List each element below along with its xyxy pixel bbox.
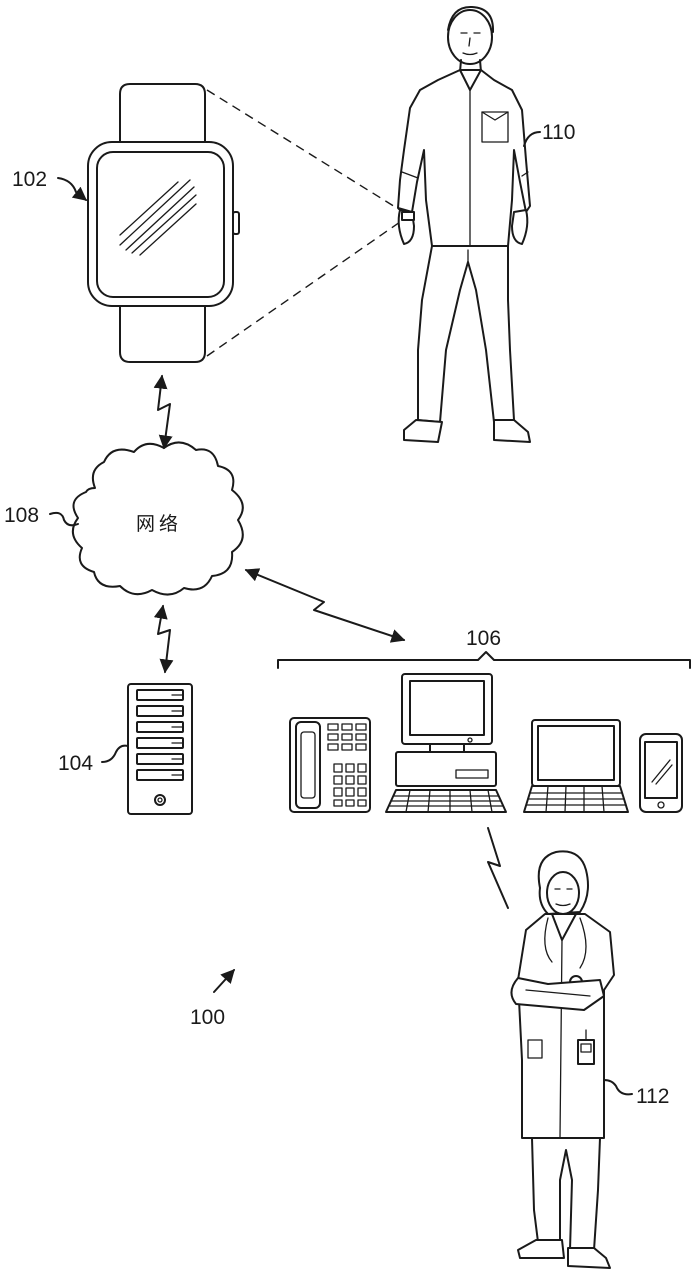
network-text: 网络: [136, 513, 182, 535]
projection-line-bottom: [206, 221, 401, 357]
link-network-server: [153, 604, 174, 674]
laptop: [523, 719, 629, 813]
label-112: 112: [636, 1085, 669, 1108]
desk-phone: [289, 717, 371, 813]
patient-figure: [397, 5, 531, 443]
label-108: 108: [4, 504, 39, 527]
link-network-devices: [244, 568, 406, 643]
server: [127, 683, 193, 815]
label-106: 106: [466, 627, 501, 650]
screen-glare: [119, 179, 197, 256]
smartphone: [639, 733, 683, 813]
leader-112: [603, 1079, 633, 1096]
label-100: 100: [190, 1006, 225, 1029]
leader-104: [101, 744, 129, 763]
leader-110: [523, 131, 541, 147]
link-watch-network: [153, 374, 173, 450]
leader-102: [57, 177, 88, 201]
label-110: 110: [542, 121, 575, 144]
projection-line-top: [206, 89, 401, 211]
smartwatch: [87, 83, 240, 363]
leader-108: [49, 511, 79, 527]
clinician-figure: [510, 850, 615, 1269]
devices-brace: [277, 651, 691, 669]
link-devices-clinician: [487, 827, 509, 909]
leader-100: [213, 968, 235, 993]
label-102: 102: [12, 168, 47, 191]
label-104: 104: [58, 752, 93, 775]
desktop-computer: [385, 673, 507, 813]
